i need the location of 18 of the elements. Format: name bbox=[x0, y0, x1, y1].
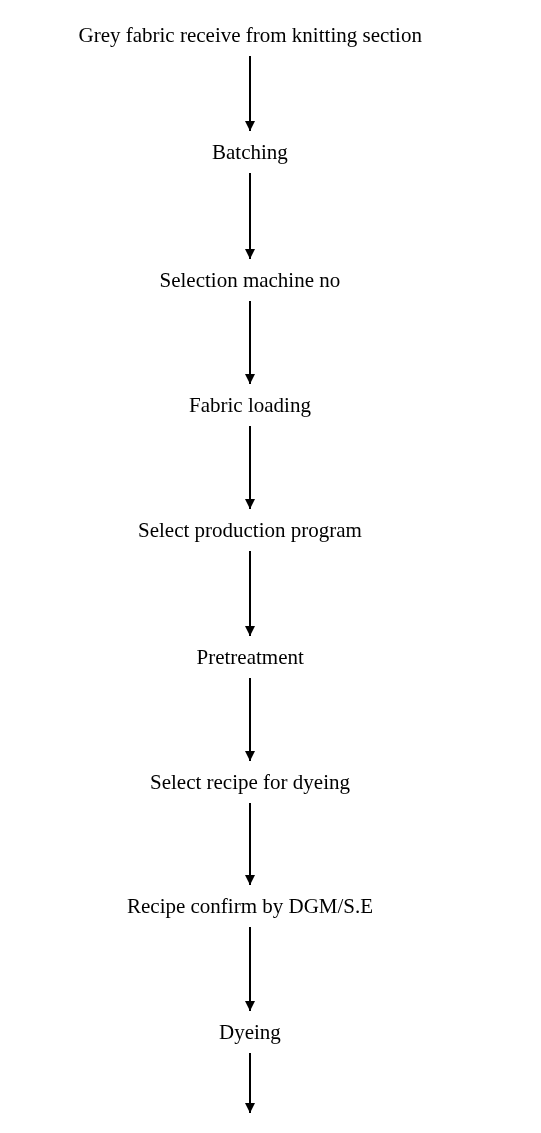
arrow bbox=[245, 55, 255, 132]
arrow bbox=[245, 425, 255, 510]
process-step-text: Fabric loading bbox=[183, 384, 317, 426]
arrow bbox=[245, 1052, 255, 1114]
process-step-text: Dyeing bbox=[213, 1011, 287, 1053]
arrow bbox=[245, 926, 255, 1012]
process-step-text: Recipe confirm by DGM/S.E bbox=[121, 885, 380, 927]
process-step-text: Selection machine no bbox=[153, 259, 347, 301]
arrow bbox=[245, 550, 255, 637]
process-step-text: Batching bbox=[206, 131, 294, 173]
process-step-text: Pretreatment bbox=[190, 636, 310, 678]
arrow bbox=[245, 300, 255, 385]
arrow bbox=[245, 172, 255, 260]
process-step-text: Grey fabric receive from knitting section bbox=[72, 14, 428, 56]
process-step-text: Select production program bbox=[132, 509, 368, 551]
arrow bbox=[245, 802, 255, 886]
process-step-text: Select recipe for dyeing bbox=[144, 761, 356, 803]
arrow bbox=[245, 677, 255, 762]
